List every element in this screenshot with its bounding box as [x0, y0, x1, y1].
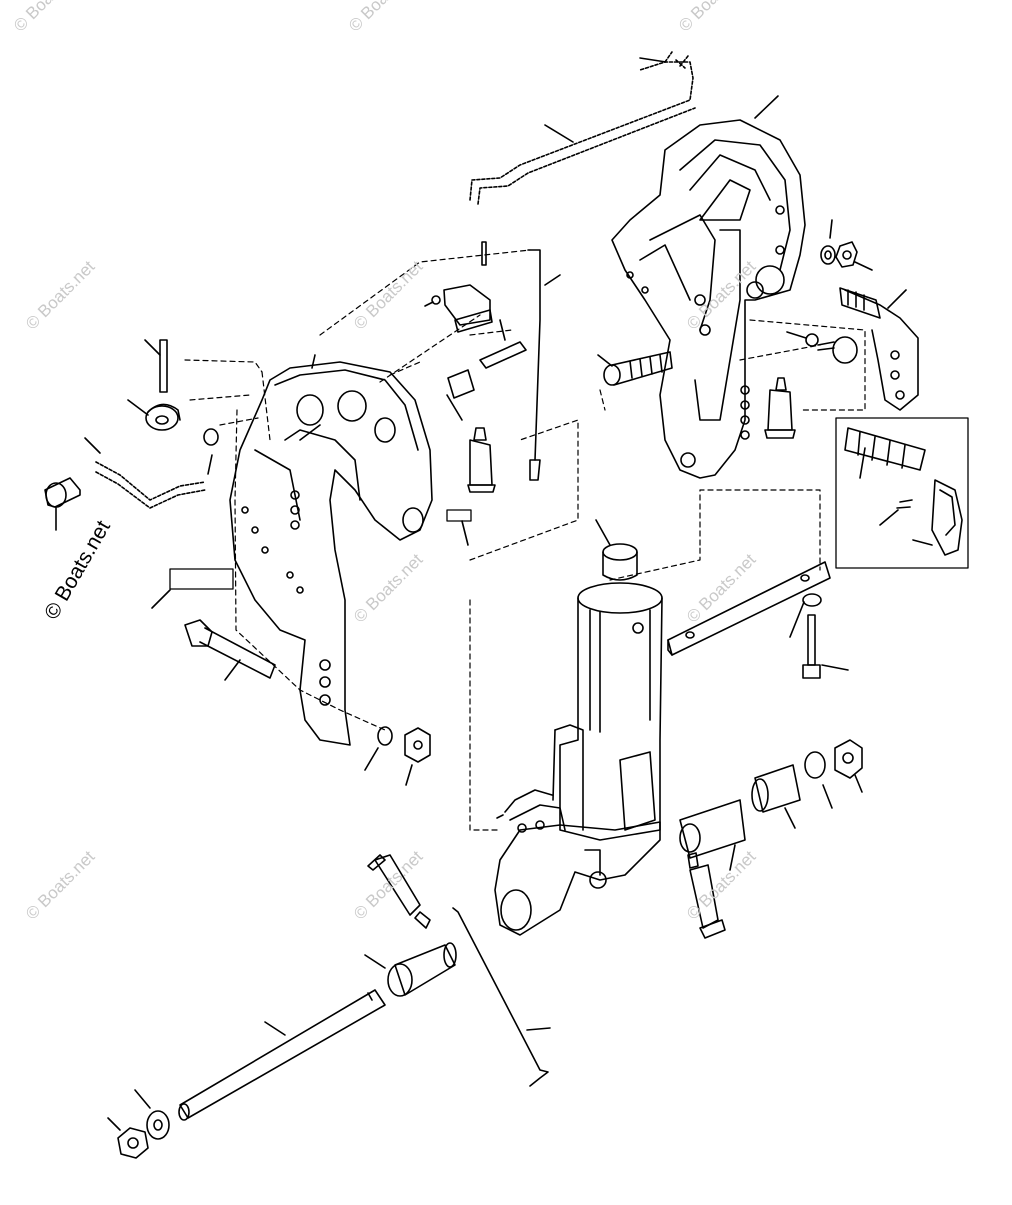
leader-line — [854, 261, 873, 271]
tilt-bar — [667, 561, 831, 656]
leader-line — [526, 1027, 551, 1031]
assembly-dashed-lines — [184, 249, 866, 831]
leader-line — [461, 520, 469, 546]
washer — [804, 751, 826, 779]
leader-line — [597, 354, 613, 367]
leader-line — [144, 339, 161, 356]
nut — [117, 1127, 149, 1159]
bushing — [447, 369, 475, 399]
leader-line — [151, 589, 171, 609]
nut — [834, 739, 863, 779]
leader-line — [859, 447, 866, 479]
nut-hole — [842, 250, 852, 260]
leader-line — [264, 1021, 286, 1036]
nut-small — [431, 295, 441, 305]
bolt-horizontal — [603, 351, 673, 386]
tilt-shaft — [178, 989, 386, 1121]
leader-line — [207, 454, 213, 475]
leader-line — [729, 844, 736, 871]
trim-lever — [839, 287, 919, 411]
washer — [820, 245, 836, 265]
inset-box — [835, 417, 969, 569]
leader-line — [224, 659, 241, 681]
bushing-pin — [479, 341, 527, 369]
bolt-left — [184, 619, 276, 679]
washer — [377, 726, 393, 746]
leader-line — [784, 807, 796, 829]
pin-vertical — [159, 339, 168, 393]
washer-hole — [153, 1119, 163, 1131]
cable-end — [529, 459, 541, 481]
callout-box-small — [446, 509, 472, 522]
callout-box-large — [169, 568, 234, 590]
leader-line — [134, 1089, 151, 1109]
leader-line — [595, 519, 611, 546]
leader-line — [879, 509, 899, 526]
knob — [832, 336, 858, 364]
grip — [44, 477, 81, 508]
cable-bottom — [452, 907, 549, 1087]
tilt-handle — [95, 461, 206, 509]
grease-tube-right — [764, 377, 796, 439]
inset-parts — [844, 427, 963, 556]
leader-line — [822, 784, 833, 809]
grease-tube-left — [467, 427, 496, 493]
screw-head — [805, 333, 819, 347]
bolt-vertical — [807, 614, 816, 666]
leader-line — [789, 601, 805, 638]
bracket-block — [443, 284, 491, 326]
leader-line — [821, 664, 849, 671]
pin — [481, 241, 487, 266]
sleeve — [387, 942, 457, 997]
leader-line — [405, 764, 413, 786]
nut-hole — [413, 740, 423, 750]
cable — [527, 249, 541, 461]
leader-line — [912, 539, 933, 546]
nut-hole — [127, 1137, 139, 1149]
leader-line — [84, 437, 101, 454]
washer — [802, 593, 822, 607]
washer-hole — [824, 250, 832, 260]
screw — [817, 341, 835, 351]
leader-line — [499, 319, 506, 341]
leader-line — [544, 274, 561, 286]
leader-line — [639, 57, 667, 63]
grease-tube-center — [687, 852, 726, 939]
leader-line — [311, 354, 316, 369]
grease-tube-bottom — [367, 854, 431, 929]
leader-line — [544, 124, 574, 143]
leader-line — [364, 954, 386, 969]
top-linkage-rod — [469, 51, 696, 205]
leader-line — [887, 289, 907, 309]
nut — [404, 727, 431, 763]
clamp-bracket-left — [229, 361, 433, 746]
bushing-pair — [679, 764, 801, 859]
leader-line — [127, 399, 149, 416]
leader-line — [829, 219, 833, 239]
leader-line — [786, 331, 807, 339]
nut-hole — [842, 752, 854, 764]
knob-left — [145, 403, 181, 431]
leader-line — [446, 394, 463, 421]
pin — [454, 309, 493, 333]
leader-line — [364, 747, 379, 771]
washer — [203, 428, 219, 446]
leader-line — [107, 1117, 121, 1131]
leader-line — [854, 774, 863, 793]
leader-line — [424, 301, 434, 307]
washer — [146, 1110, 170, 1140]
nut — [835, 241, 858, 268]
bolt-head — [802, 664, 821, 679]
swivel-bracket-right — [611, 119, 806, 479]
tilt-cylinder — [494, 543, 663, 936]
leader-line — [754, 95, 779, 119]
